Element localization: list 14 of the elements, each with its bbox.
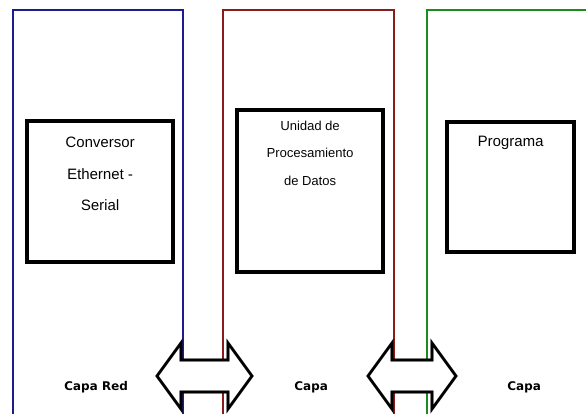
component-box [25, 119, 175, 264]
layer-band [222, 9, 395, 414]
component-box [445, 120, 576, 254]
layer-band [12, 9, 184, 414]
layer-label: Capa [293, 379, 329, 393]
double-block-arrow [366, 338, 458, 414]
component-label: Conversor Ethernet - Serial [64, 133, 136, 216]
layer-label: Capa [506, 379, 542, 393]
component-label: Programa [476, 132, 544, 152]
layer-band [426, 9, 586, 414]
component-box [235, 108, 385, 274]
double-block-arrow [155, 338, 254, 414]
layer-label: Capa Red [63, 379, 129, 393]
component-label: Unidad de Procesamiento de Datos [266, 117, 354, 190]
